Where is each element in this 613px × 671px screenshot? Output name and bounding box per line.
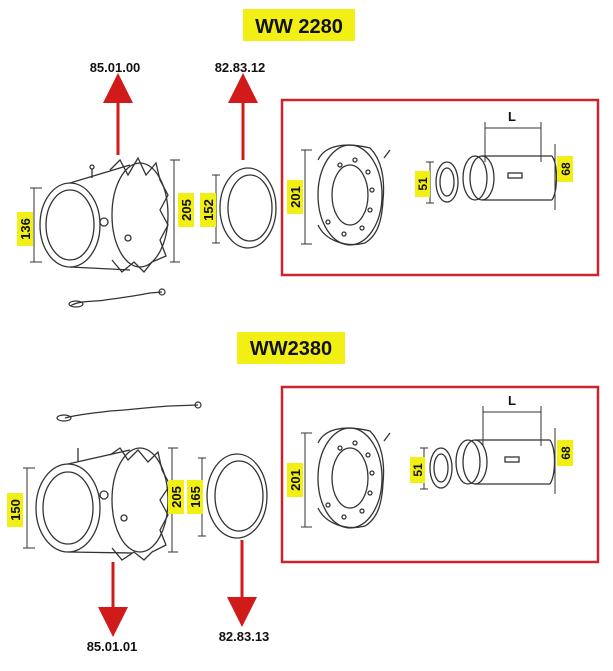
top-ring-highlight <box>200 193 216 227</box>
bottom-tube-highlight <box>557 440 573 466</box>
bottom-chain <box>56 401 202 422</box>
bottom-body-diameter-highlight <box>7 493 23 527</box>
bottom-small-ring-highlight <box>410 457 425 483</box>
top-body-outer-highlight <box>178 193 194 227</box>
top-flange-dim-lines <box>301 149 312 245</box>
top-body-dim-lines <box>30 159 180 263</box>
top-body-diameter-label: 136 <box>18 218 33 240</box>
bottom-flange-highlight <box>287 463 303 497</box>
bottom-body-outer-label: 205 <box>169 486 184 508</box>
bottom-ring <box>206 453 268 539</box>
top-tube-length-dim <box>484 122 556 210</box>
top-body-outer-label: 205 <box>179 199 194 221</box>
bottom-flange-dim-lines <box>301 432 312 528</box>
bottom-tube <box>455 439 556 485</box>
bottom-model-title: WW2380 <box>250 338 332 360</box>
bottom-adapter-body <box>35 447 171 561</box>
bottom-body-outer-highlight <box>168 480 184 514</box>
bottom-small-ring <box>429 447 453 489</box>
top-body-diameter-highlight <box>17 212 33 246</box>
top-flange-highlight <box>287 180 303 214</box>
top-flange <box>317 144 391 246</box>
top-chain <box>68 288 166 308</box>
top-length-label: L <box>508 109 516 124</box>
section-bottom: WW2380 150 205 <box>7 332 600 654</box>
top-tube <box>462 155 558 201</box>
bottom-flange-label: 201 <box>288 469 303 491</box>
top-model-highlight <box>243 9 355 41</box>
bottom-ref-right: 82.83.13 <box>219 629 270 644</box>
top-model-title: WW 2280 <box>255 16 343 38</box>
top-ref-right: 82.83.12 <box>215 60 266 75</box>
bottom-kit-frame <box>280 385 600 564</box>
section-top: WW 2280 85.01.00 82.83.12 13 <box>17 9 600 308</box>
bottom-tube-label: 68 <box>559 446 573 460</box>
bottom-ring-highlight <box>187 480 203 514</box>
bottom-ring-label: 165 <box>188 486 203 508</box>
top-small-ring-label: 51 <box>416 177 430 191</box>
bottom-body-dim-lines <box>23 447 178 553</box>
top-flange-label: 201 <box>288 186 303 208</box>
bottom-ref-left: 85.01.01 <box>87 639 138 654</box>
bottom-tube-length-dim <box>482 406 556 494</box>
bottom-small-ring-label: 51 <box>411 463 425 477</box>
top-kit-frame <box>280 98 600 277</box>
top-tube-label: 68 <box>559 162 573 176</box>
top-ring <box>219 167 277 249</box>
top-small-ring <box>435 161 459 203</box>
bottom-body-diameter-label: 150 <box>8 499 23 521</box>
top-adapter-body <box>39 156 169 273</box>
top-ring-label: 152 <box>201 199 216 221</box>
top-small-ring-highlight <box>415 171 430 197</box>
top-ref-left: 85.01.00 <box>90 60 141 75</box>
top-tube-highlight <box>557 156 573 182</box>
bottom-flange <box>317 427 391 529</box>
bottom-model-highlight <box>237 332 345 364</box>
bottom-length-label: L <box>508 393 516 408</box>
